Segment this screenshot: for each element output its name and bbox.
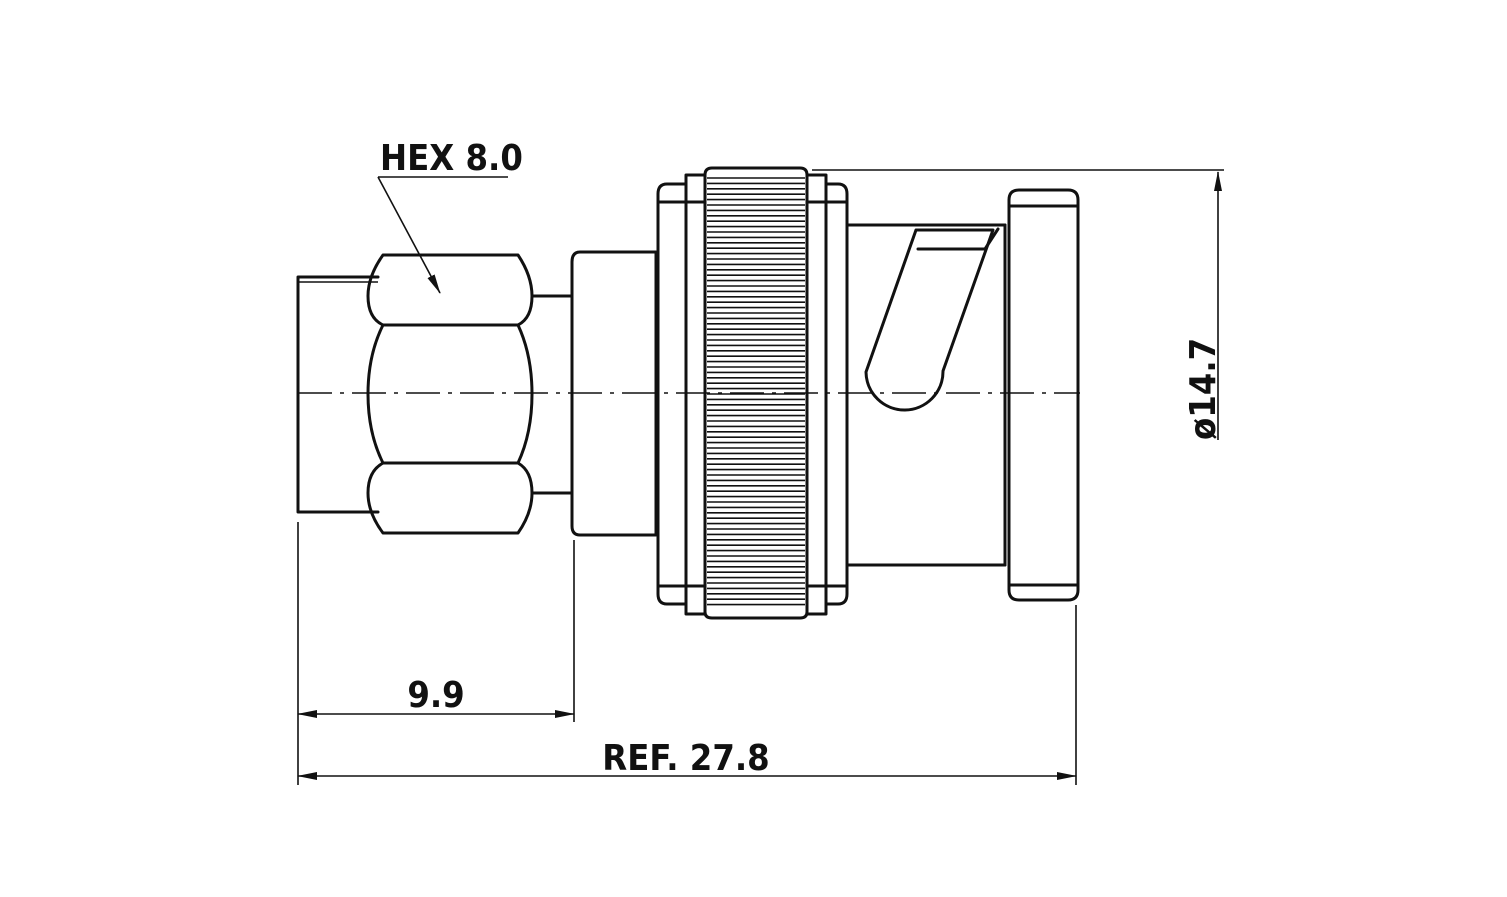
- coupling-flange-right: [805, 173, 849, 616]
- bayonet-body: [845, 223, 1007, 567]
- hex-size-label: HEX 8.0: [380, 138, 523, 179]
- hex-leader: [377, 176, 508, 294]
- short-length-label: 9.9: [407, 675, 464, 716]
- plug-nose: [296, 275, 380, 514]
- body-collar: [570, 250, 658, 537]
- total-length-label: REF. 27.8: [602, 738, 769, 779]
- neck: [530, 294, 574, 495]
- diameter-label: ø14.7: [1183, 338, 1224, 440]
- knurled-sleeve: [703, 166, 809, 620]
- diameter-dimension: [812, 169, 1224, 440]
- hex-nut: [366, 253, 534, 535]
- bayonet-slot: [864, 227, 1000, 412]
- coupling-flange-left: [656, 173, 707, 616]
- bnc-front-ring: [1007, 188, 1080, 602]
- extension-lines: [297, 522, 1077, 785]
